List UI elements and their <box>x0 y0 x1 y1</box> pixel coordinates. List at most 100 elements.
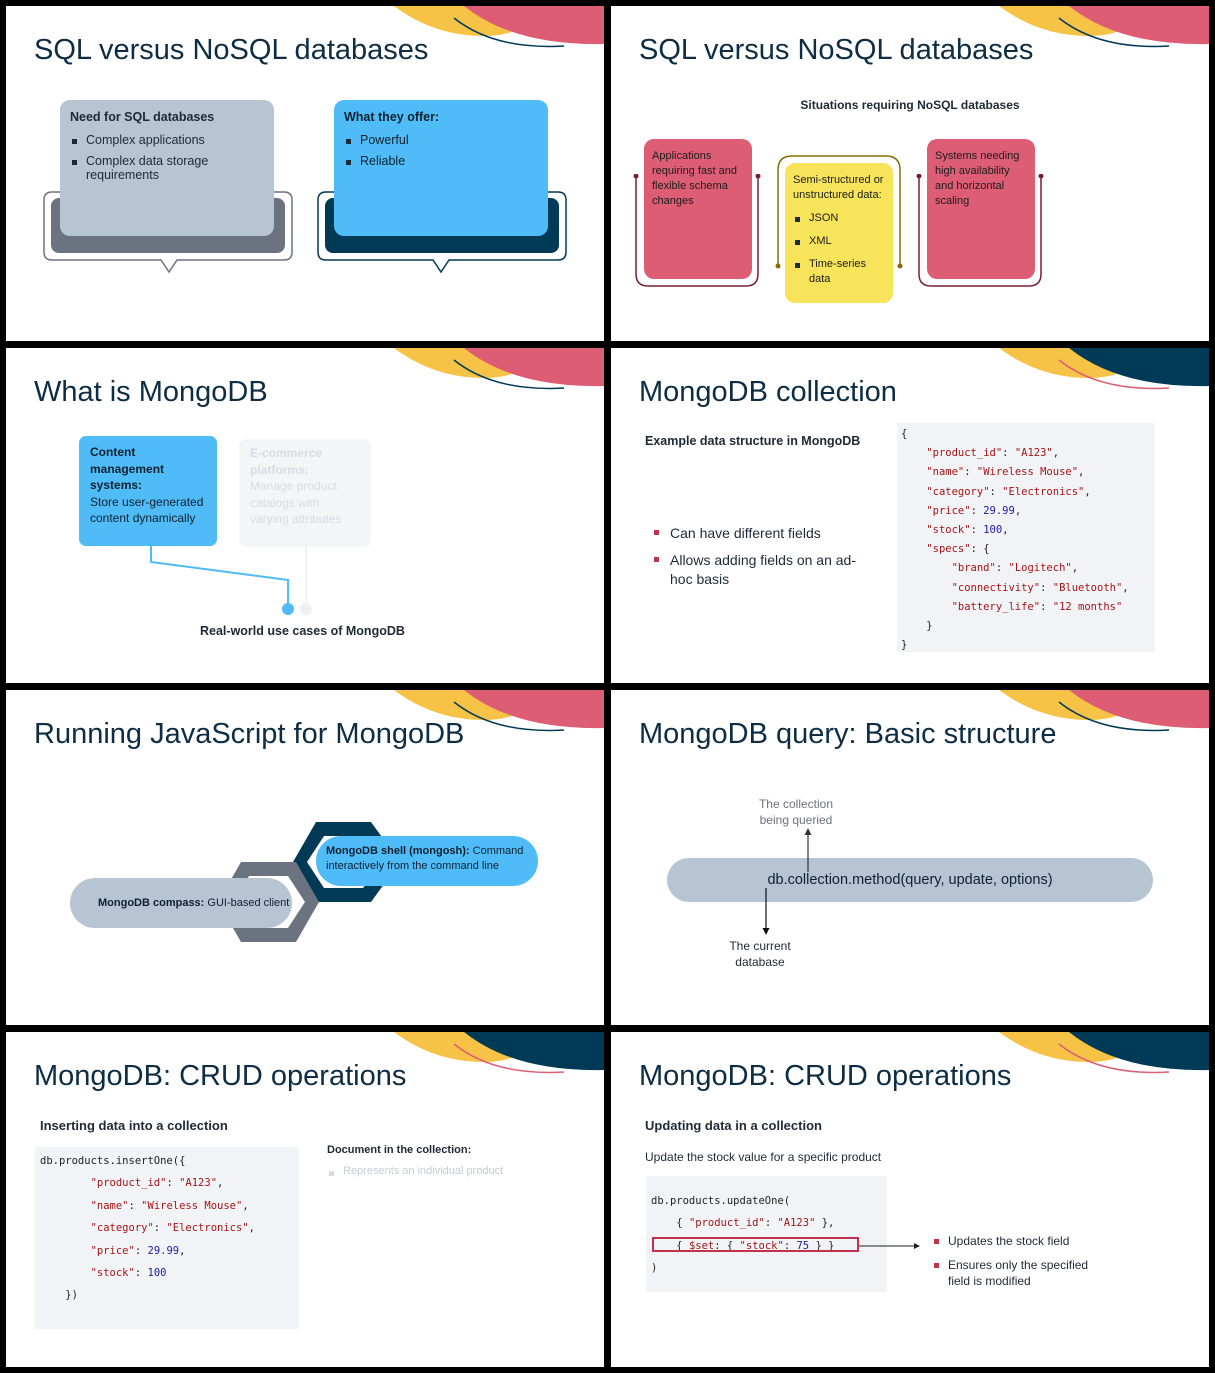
card-heading: Content management systems: <box>90 445 165 492</box>
section-subheading: Update the stock value for a specific pr… <box>645 1150 882 1164</box>
code-token: "Wireless Mouse" <box>141 1199 243 1212</box>
code-token: ) <box>651 1262 658 1275</box>
decorative-arcs <box>999 690 1209 732</box>
cms-card: Content management systems: Store user-g… <box>79 436 217 546</box>
json-code-block: { "product_id": "A123", "name": "Wireles… <box>897 423 1155 652</box>
code-token: "Logitech" <box>1008 562 1072 575</box>
list-item: XML <box>793 234 885 249</box>
code-line: ) <box>651 1257 882 1279</box>
update-notes: Updates the stock field Ensures only the… <box>932 1233 1112 1296</box>
list-item: JSON <box>793 211 885 226</box>
code-line: { "product_id": "A123" }, <box>676 1217 835 1230</box>
code-token: } <box>926 619 933 632</box>
slide-title: MongoDB query: Basic structure <box>639 718 1057 750</box>
semi-structured-card: Semi-structured or unstructured data: JS… <box>785 163 893 303</box>
code-line: "name": "Wireless Mouse", <box>90 1199 249 1212</box>
card-heading: What they offer: <box>344 110 440 124</box>
code-token: 29.99 <box>983 504 1015 517</box>
decorative-arcs <box>394 6 604 48</box>
list-item: Complex data storage requirements <box>70 154 264 182</box>
mongosh-pill: MongoDB shell (mongosh): Command interac… <box>316 836 538 886</box>
pill-label: Command interactively from the command l… <box>326 845 524 872</box>
list-item: Complex applications <box>70 133 264 147</box>
slide-crud-update[interactable]: MongoDB: CRUD operations Updating data i… <box>611 1032 1209 1367</box>
slide-title: MongoDB: CRUD operations <box>639 1060 1012 1092</box>
section-heading: Example data structure in MongoDB <box>645 434 861 448</box>
decorative-arcs <box>394 690 604 732</box>
code-token: "A123" <box>179 1177 218 1190</box>
high-availability-card: Systems needing high availability and ho… <box>927 139 1035 279</box>
slide-crud-insert[interactable]: MongoDB: CRUD operations Inserting data … <box>6 1032 604 1367</box>
code-token: "Wireless Mouse" <box>976 466 1079 479</box>
code-line: "category": "Electronics", <box>926 485 1091 498</box>
pill-label-bold: MongoDB compass: <box>98 897 205 909</box>
connector-lines <box>150 546 312 615</box>
pointer-arrows <box>762 828 812 935</box>
slide-title: SQL versus NoSQL databases <box>639 34 1034 66</box>
code-token: $set <box>688 1239 715 1252</box>
card-intro: Semi-structured or unstructured data: <box>793 174 884 201</box>
slide-title: SQL versus NoSQL databases <box>34 34 429 66</box>
code-token: "battery_life" <box>951 600 1041 613</box>
code-token: }) <box>65 1289 78 1302</box>
code-token: }, <box>815 1217 835 1230</box>
code-token: { <box>676 1239 689 1252</box>
code-line: "specs": { <box>926 543 990 556</box>
side-heading: Document in the collection: <box>327 1144 472 1156</box>
code-line: "name": "Wireless Mouse", <box>926 466 1085 479</box>
fast-schema-card: Applications requiring fast and flexible… <box>644 139 752 279</box>
slide-running-javascript[interactable]: Running JavaScript for MongoDB MongoDB s… <box>6 690 604 1025</box>
card-text: Store user-generated content dynamically <box>90 494 204 526</box>
code-token: 29.99 <box>147 1244 180 1257</box>
slide-what-is-mongodb[interactable]: What is MongoDB Content management syste… <box>6 348 604 683</box>
code-line: { $set: { "stock": 75 } } <box>676 1239 835 1252</box>
code-token: "stock" <box>926 523 971 536</box>
decorative-arcs <box>999 6 1209 48</box>
compass-pill: MongoDB compass: GUI-based client <box>70 878 292 928</box>
decorative-arcs <box>394 348 604 390</box>
code-line: "price": 29.99, <box>926 504 1022 517</box>
sql-need-card: Need for SQL databases Complex applicati… <box>60 100 274 236</box>
slide-title: MongoDB collection <box>639 376 897 408</box>
list-item: Ensures only the specified field is modi… <box>932 1257 1112 1289</box>
decorative-arcs <box>999 1032 1209 1074</box>
database-label: The current database <box>729 939 791 969</box>
slide-mongodb-collection[interactable]: MongoDB collection Example data structur… <box>611 348 1209 683</box>
code-token: "A123" <box>1014 447 1053 460</box>
slide-sql-vs-nosql-2[interactable]: SQL versus NoSQL databases Situations re… <box>611 6 1209 341</box>
code-token: { <box>901 428 908 440</box>
highlight-arrow <box>859 1243 920 1249</box>
code-line: } <box>901 636 1151 655</box>
code-line: { <box>901 425 1151 444</box>
code-token: "product_id" <box>926 447 1003 460</box>
code-token: } <box>901 639 908 652</box>
decorative-arcs <box>999 348 1209 390</box>
code-token: "A123" <box>777 1217 816 1230</box>
code-token: "price" <box>926 504 971 517</box>
insert-code-block: db.products.insertOne({ "product_id": "A… <box>35 1147 299 1329</box>
query-text: db.collection.method(query, update, opti… <box>767 872 1053 888</box>
code-line: "battery_life": "12 months" <box>951 600 1123 613</box>
list-item: Updates the stock field <box>932 1233 1112 1249</box>
list-item: Powerful <box>344 133 538 147</box>
code-token: } } <box>809 1239 835 1252</box>
code-token: "name" <box>926 466 965 479</box>
code-line: db.products.insertOne({ <box>40 1150 294 1172</box>
list-item: Allows adding fields on an ad-hoc basis <box>652 551 862 589</box>
slide-sql-vs-nosql-1[interactable]: SQL versus NoSQL databases Need for SQL … <box>6 6 604 341</box>
query-pill: db.collection.method(query, update, opti… <box>667 858 1153 902</box>
code-token: "12 months" <box>1052 600 1123 613</box>
code-line: }) <box>40 1284 294 1306</box>
slide-subtitle: Situations requiring NoSQL databases <box>800 98 1020 112</box>
list-item: Represents an individual product <box>327 1165 503 1177</box>
code-token: "category" <box>926 485 990 498</box>
code-token: "specs" <box>926 543 971 556</box>
update-code-block: db.products.updateOne( { "product_id": "… <box>646 1176 887 1292</box>
code-line: "category": "Electronics", <box>90 1222 255 1235</box>
card-text: Manage product catalogs with varying att… <box>250 479 342 526</box>
code-token: "product_id" <box>90 1177 167 1190</box>
list-item: Time-series data <box>793 257 885 287</box>
section-heading: Updating data in a collection <box>645 1118 822 1133</box>
slide-query-structure[interactable]: MongoDB query: Basic structure The colle… <box>611 690 1209 1025</box>
